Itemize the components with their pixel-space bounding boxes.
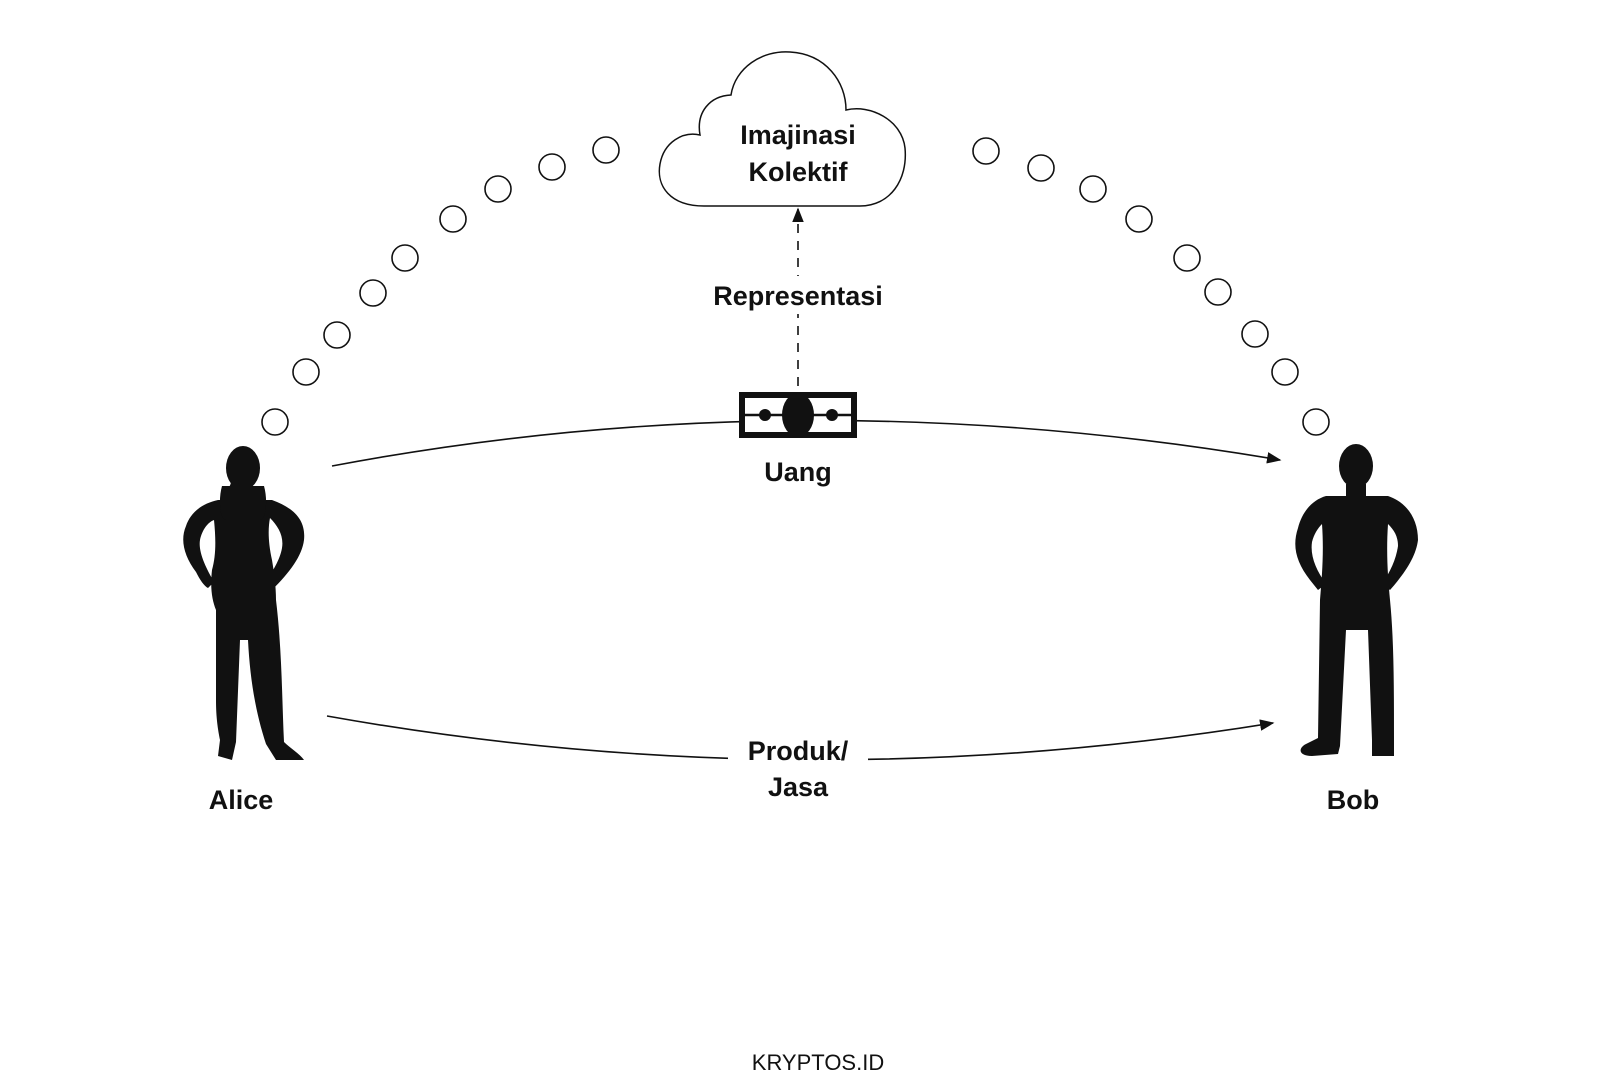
alice-label: Alice	[209, 785, 274, 815]
arc-dot	[1079, 175, 1107, 203]
man-silhouette-icon	[1295, 444, 1418, 756]
bob-label: Bob	[1327, 785, 1379, 815]
arc-dot	[1125, 205, 1153, 233]
arc-dot	[1241, 320, 1269, 348]
goods-label-bg	[728, 730, 868, 806]
footer-brand: KRYPTOS.ID	[752, 1050, 884, 1075]
arc-dot	[538, 153, 566, 181]
arc-dot	[391, 244, 419, 272]
cloud-label-line1: Imajinasi	[740, 120, 856, 150]
arc-dot	[972, 137, 1000, 165]
representation-label-bg	[690, 276, 906, 314]
banknote-icon	[739, 392, 857, 438]
arc-dot	[1302, 408, 1330, 436]
goods-label-line2: Jasa	[768, 772, 829, 802]
representation-label: Representasi	[713, 281, 883, 311]
woman-silhouette-icon	[183, 446, 305, 760]
arc-dot	[292, 358, 320, 386]
goods-label-line1: Produk/	[748, 736, 849, 766]
arc-dot	[1204, 278, 1232, 306]
cloud-icon	[658, 51, 907, 207]
money-label: Uang	[764, 457, 832, 487]
arc-dot	[439, 205, 467, 233]
arc-dot	[592, 136, 620, 164]
cloud-label-line2: Kolektif	[748, 157, 848, 187]
collective-arc-dots	[261, 136, 1330, 436]
arc-dot	[484, 175, 512, 203]
arc-dot	[359, 279, 387, 307]
arc-dot	[1173, 244, 1201, 272]
arc-dot	[1027, 154, 1055, 182]
arc-dot	[1271, 358, 1299, 386]
arc-dot	[323, 321, 351, 349]
arc-dot	[261, 408, 289, 436]
